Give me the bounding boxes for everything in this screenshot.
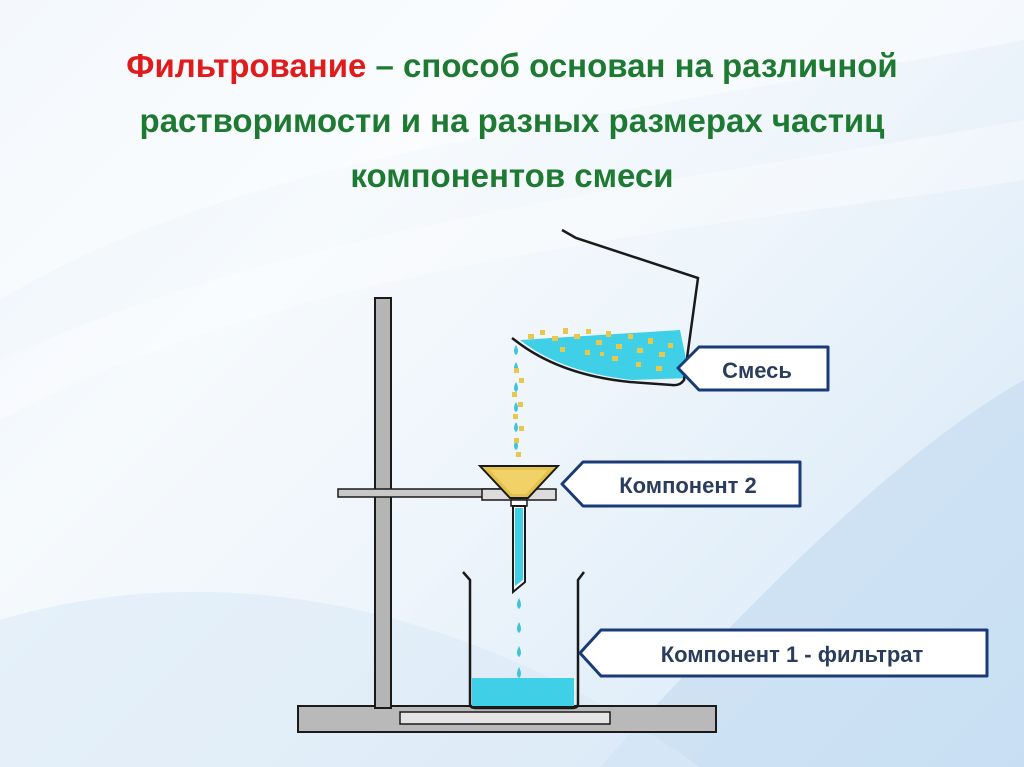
stand-base	[297, 705, 717, 733]
title-text: – способ основан на различной растворимо…	[139, 47, 898, 194]
receiving-beaker	[462, 571, 585, 710]
label-component1: Компонент 1 - фильтрат	[661, 642, 924, 667]
filtrate-drops	[517, 598, 521, 678]
pouring-stream	[512, 345, 524, 457]
title-term: Фильтрование	[126, 47, 367, 84]
funnel	[477, 465, 561, 595]
callout-component2: Компонент 2	[560, 460, 802, 508]
callout-mixture: Смесь	[676, 345, 830, 392]
pouring-beaker	[511, 228, 700, 387]
label-mixture: Смесь	[722, 358, 792, 383]
label-component2: Компонент 2	[619, 473, 757, 498]
callout-component1: Компонент 1 - фильтрат	[578, 628, 989, 678]
clamp-arm	[337, 488, 504, 498]
slide-title: Фильтрование – способ основан на различн…	[60, 38, 964, 203]
stand-rod	[374, 297, 392, 709]
